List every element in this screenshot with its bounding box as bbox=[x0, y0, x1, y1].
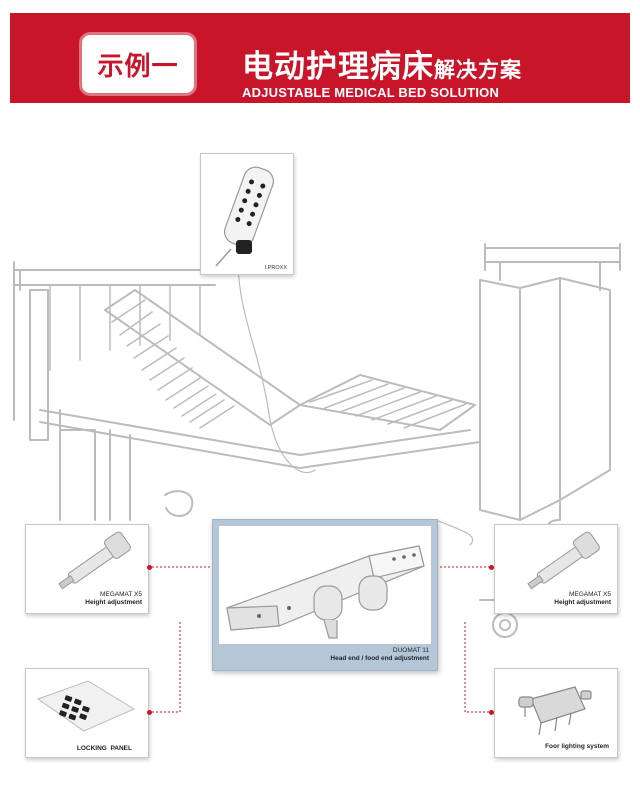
right-actuator-label: MEGAMAT X5 Height adjustment bbox=[554, 591, 611, 607]
right-actuator-model: MEGAMAT X5 bbox=[568, 591, 611, 598]
leader-dot bbox=[147, 565, 152, 570]
example-badge: 示例一 bbox=[82, 35, 194, 93]
duomat-model: DUOMAT 11 bbox=[392, 647, 429, 654]
left-actuator-card: MEGAMAT X5 Height adjustment bbox=[25, 524, 149, 614]
title-small: 解决方案 bbox=[434, 58, 522, 82]
duomat-label: DUOMAT 11 Head end / food end adjustment bbox=[330, 647, 429, 663]
duomat-image bbox=[219, 526, 431, 644]
duomat-card: DUOMAT 11 Head end / food end adjustment bbox=[212, 519, 438, 671]
header-banner: 示例一 电动护理病床解决方案 ADJUSTABLE MEDICAL BED SO… bbox=[10, 13, 630, 103]
keypad-icon bbox=[36, 680, 136, 732]
floor-lighting-label: Foor lighting system bbox=[545, 743, 609, 750]
duomat-desc: Head end / food end adjustment bbox=[330, 655, 429, 662]
left-actuator-desc: Height adjustment bbox=[85, 599, 142, 606]
remote-control-icon bbox=[215, 166, 274, 267]
leader-dot bbox=[489, 710, 494, 715]
right-actuator-desc: Height adjustment bbox=[554, 599, 611, 606]
leader-dot bbox=[147, 710, 152, 715]
floor-lighting-card: Foor lighting system bbox=[494, 668, 618, 758]
right-actuator-card: MEGAMAT X5 Height adjustment bbox=[494, 524, 618, 614]
remote-model-label: I.PROXX bbox=[264, 265, 287, 271]
remote-control-card: I.PROXX bbox=[200, 153, 294, 275]
floor-light-icon bbox=[518, 686, 592, 736]
title-large: 电动护理病床 bbox=[242, 49, 434, 85]
leader-dot bbox=[489, 565, 494, 570]
left-actuator-model: MEGAMAT X5 bbox=[99, 591, 142, 598]
linear-actuator-icon bbox=[527, 531, 600, 590]
left-actuator-label: MEGAMAT X5 Height adjustment bbox=[85, 591, 142, 607]
dual-drive-actuator-icon bbox=[226, 545, 425, 639]
locking-panel-card: LOCKING PANEL bbox=[25, 668, 149, 758]
page-subtitle: ADJUSTABLE MEDICAL BED SOLUTION bbox=[242, 85, 500, 100]
locking-panel-label: LOCKING PANEL bbox=[76, 745, 132, 752]
page-title: 电动护理病床解决方案 bbox=[242, 41, 522, 86]
example-badge-label: 示例一 bbox=[97, 51, 179, 82]
linear-actuator-icon bbox=[58, 531, 131, 590]
